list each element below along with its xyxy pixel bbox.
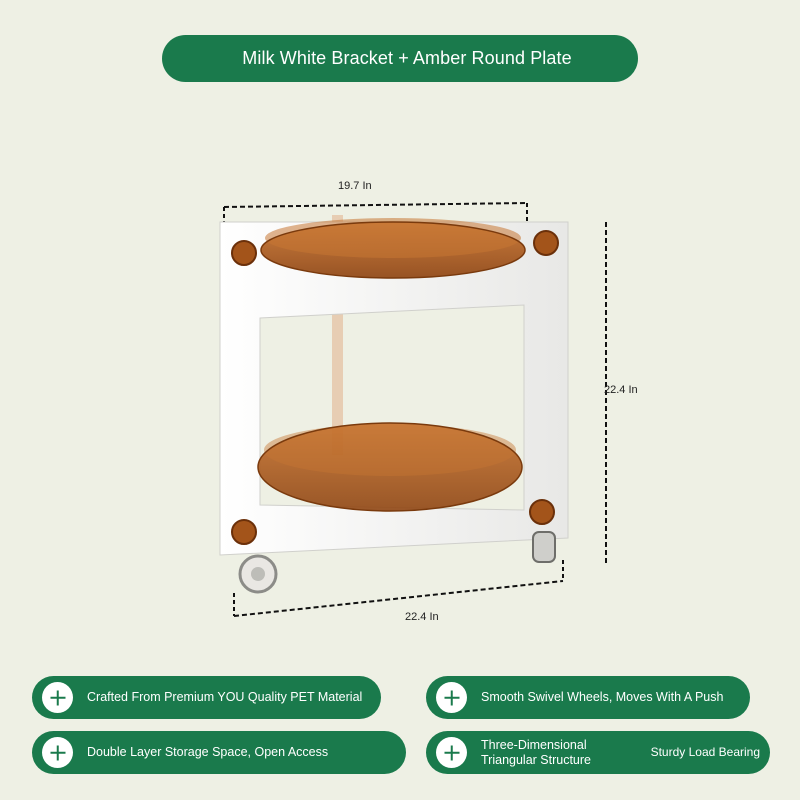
- center-pole: [332, 215, 343, 455]
- top-dimension-line: [223, 202, 528, 222]
- bottom-amber-plate: [257, 422, 523, 512]
- plus-icon: [436, 737, 467, 768]
- bottom-dimension-line: [233, 560, 564, 617]
- product-illustration: [219, 202, 607, 617]
- title-text: Milk White Bracket + Amber Round Plate: [242, 48, 572, 68]
- plus-icon: [436, 682, 467, 713]
- feature-badge: Three-Dimensional Triangular Structure S…: [426, 731, 770, 774]
- feature-badge: Crafted From Premium YOU Quality PET Mat…: [32, 676, 381, 719]
- top-width-label: 19.7 In: [338, 180, 372, 192]
- title-banner: Milk White Bracket + Amber Round Plate: [162, 35, 638, 82]
- feature-label: Smooth Swivel Wheels, Moves With A Push: [481, 690, 724, 704]
- feature-badge: Double Layer Storage Space, Open Access: [32, 731, 406, 774]
- feature-label: Double Layer Storage Space, Open Access: [87, 745, 329, 759]
- height-label: 22.4 In: [604, 384, 638, 396]
- caster-wheels: [238, 531, 556, 594]
- amber-knobs: [231, 230, 559, 545]
- feature-label: Three-Dimensional Triangular Structure: [481, 737, 591, 767]
- feature-label: Crafted From Premium YOU Quality PET Mat…: [87, 690, 363, 704]
- top-amber-plate: [260, 218, 526, 279]
- plus-icon: [42, 737, 73, 768]
- plus-icon: [42, 682, 73, 713]
- feature-badge: Smooth Swivel Wheels, Moves With A Push: [426, 676, 750, 719]
- feature-sublabel: Sturdy Load Bearing: [650, 745, 760, 759]
- bottom-width-label: 22.4 In: [405, 611, 439, 623]
